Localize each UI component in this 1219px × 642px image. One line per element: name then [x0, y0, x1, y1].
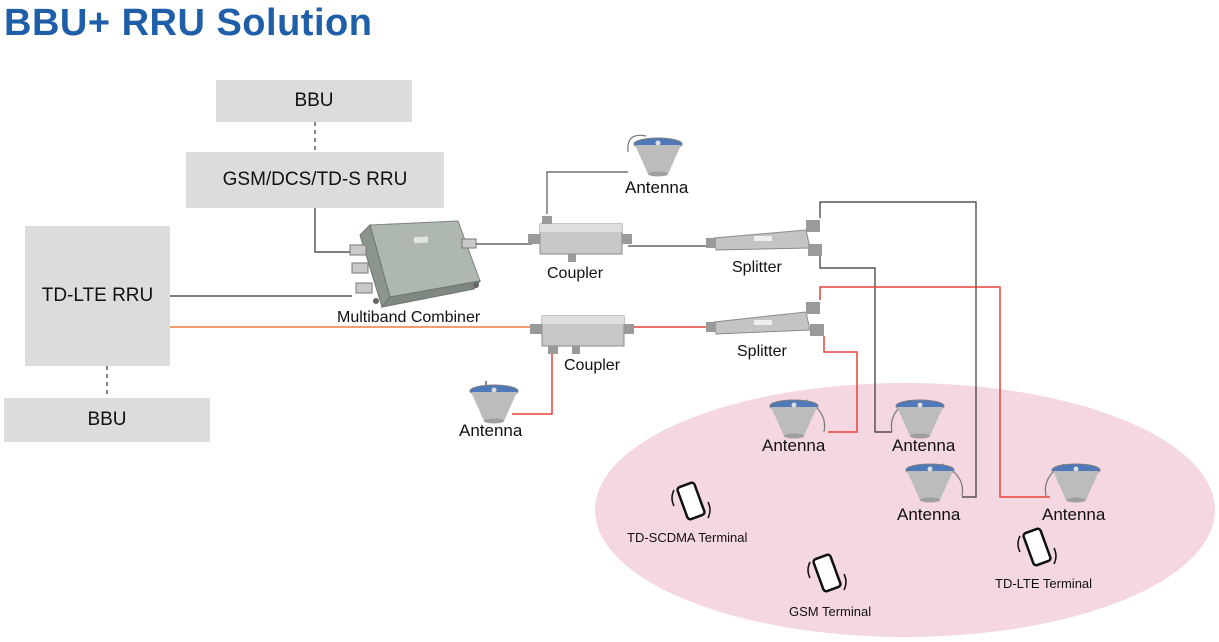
multiband-combiner-label: Multiband Combiner — [337, 309, 481, 326]
antenna-zone-2-label: Antenna — [892, 436, 956, 455]
antenna-zone-1-label: Antenna — [762, 436, 826, 455]
gsm-dcs-td-s-rru-box: GSM/DCS/TD-S RRU — [186, 152, 444, 208]
splitter-top-out-2-line — [819, 255, 892, 433]
antenna-top-label: Antenna — [625, 178, 689, 197]
coupler-bottom-label: Coupler — [564, 357, 621, 374]
coverage-zone — [595, 383, 1215, 637]
coupler-top-icon — [528, 216, 632, 262]
splitter-bottom-label: Splitter — [737, 343, 787, 360]
antenna-zone-3-label: Antenna — [897, 505, 961, 524]
coupler-bottom-to-antenna-line — [512, 350, 553, 415]
bbu-top-box: BBU — [216, 80, 412, 122]
ceiling-antenna-icon — [1044, 463, 1101, 503]
gsm-rru-to-combiner-line — [314, 208, 360, 253]
splitter-bottom-out-1-line — [819, 286, 1050, 498]
mobile-phone-icon — [1017, 527, 1057, 567]
splitter-bottom-icon — [706, 302, 824, 336]
coupler-bottom-icon — [530, 315, 634, 354]
splitter-top-icon — [706, 220, 822, 256]
antenna-zone-4-label: Antenna — [1042, 505, 1106, 524]
splitter-bottom-out-2-line — [823, 336, 858, 433]
bbu-bottom-box: BBU — [4, 398, 210, 442]
ceiling-antenna-icon — [627, 134, 683, 177]
splitter-top-label: Splitter — [732, 259, 782, 276]
td-scdma-terminal-label: TD-SCDMA Terminal — [627, 530, 748, 545]
mobile-phone-icon — [671, 481, 711, 521]
coupler-top-to-antenna-line — [546, 171, 628, 214]
td-lte-rru-box: TD-LTE RRU — [25, 226, 170, 366]
coupler-top-label: Coupler — [547, 265, 604, 282]
gsm-terminal-label: GSM Terminal — [789, 604, 872, 619]
combiner-icon — [349, 220, 482, 309]
ceiling-antenna-icon — [469, 381, 519, 424]
mobile-phone-icon — [807, 553, 847, 593]
splitter-top-out-1-line — [819, 201, 977, 498]
antenna-left-label: Antenna — [459, 421, 523, 440]
ceiling-antenna-icon — [905, 463, 964, 503]
ceiling-antenna-icon — [769, 399, 826, 439]
page-title: BBU+ RRU Solution — [4, 2, 373, 44]
ceiling-antenna-icon — [890, 399, 945, 439]
td-lte-terminal-label: TD-LTE Terminal — [995, 576, 1093, 591]
